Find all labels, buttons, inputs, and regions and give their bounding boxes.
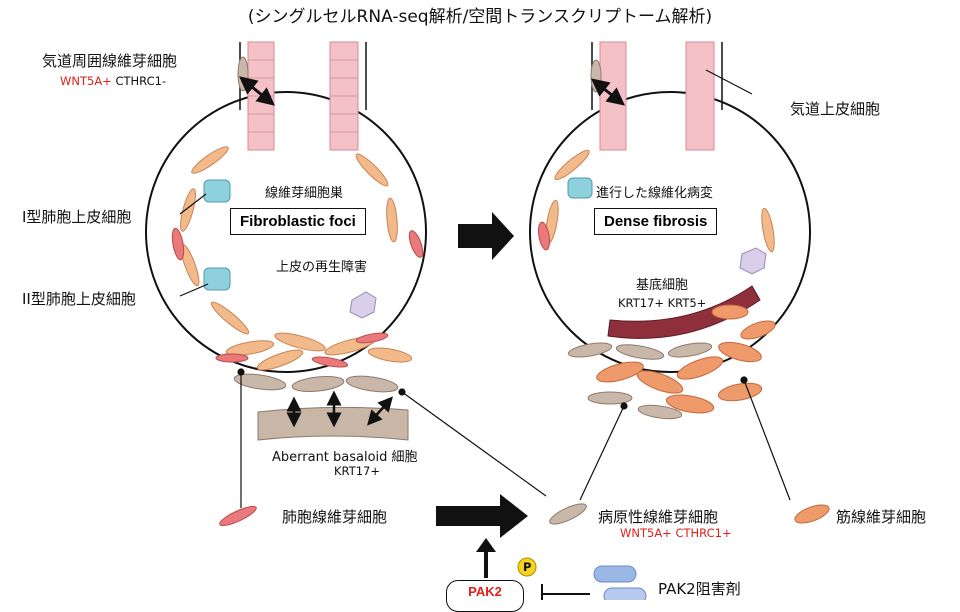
pill-icon	[593, 565, 647, 605]
pointer-lines	[179, 69, 791, 508]
pak2-inhibitor-label: PAK2阻害剤	[658, 580, 741, 598]
airway-epithelium-label: 気道上皮細胞	[790, 100, 881, 118]
left-fibrotic-band	[215, 332, 413, 441]
right-alveolus	[529, 41, 811, 373]
right-fibrotic-mass	[567, 304, 776, 420]
pak2-arrow	[476, 538, 496, 578]
dense-fibrosis-box: Dense fibrosis	[594, 208, 718, 235]
basal-cell-label: 基底細胞	[636, 278, 689, 293]
pak2-badge: PAK2	[446, 580, 524, 612]
pathogenic-fibroblast-label: 病原性線維芽細胞	[598, 508, 719, 526]
progression-arrow	[458, 212, 514, 260]
airway-fibroblast-markers: WNT5A+ CTHRC1-	[60, 74, 166, 88]
aberrant-basaloid-label: Aberrant basaloid 細胞	[272, 450, 418, 465]
basal-cell-markers: KRT17+ KRT5+	[618, 296, 707, 310]
alveolar-fibroblast-label: 肺胞線維芽細胞	[282, 508, 388, 526]
phospho-label: P	[523, 560, 532, 574]
epithelial-regeneration-label: 上皮の再生障害	[276, 260, 368, 275]
aberrant-basaloid-marker: KRT17+	[334, 464, 380, 478]
advanced-fibrosis-label: 進行した線維化病変	[596, 186, 714, 201]
pathogenic-fibroblast-icon	[549, 503, 587, 525]
activation-arrow	[436, 494, 528, 538]
cthrc1-negative-marker: CTHRC1-	[115, 74, 167, 88]
airway-fibroblast-label: 気道周囲線維芽細胞	[42, 52, 178, 70]
type1-cell-label: I型肺胞上皮細胞	[22, 208, 132, 226]
diagram-title: (シングルセルRNA-seq解析/空間トランスクリプトーム解析)	[247, 7, 713, 27]
type2-cell-label: II型肺胞上皮細胞	[22, 290, 136, 308]
phospho-icon	[517, 557, 537, 577]
foci-jp-label: 線維芽細胞巣	[265, 186, 344, 201]
myofibroblast-icon	[794, 504, 830, 524]
myofibroblast-label: 筋線維芽細胞	[836, 508, 927, 526]
wnt5a-positive-marker: WNT5A+	[60, 74, 112, 88]
fibroblastic-foci-box: Fibroblastic foci	[230, 208, 366, 235]
alveolar-fibroblast-icon	[219, 505, 257, 527]
left-alveolus	[145, 41, 427, 373]
pathogenic-fibroblast-markers: WNT5A+ CTHRC1+	[620, 526, 732, 540]
